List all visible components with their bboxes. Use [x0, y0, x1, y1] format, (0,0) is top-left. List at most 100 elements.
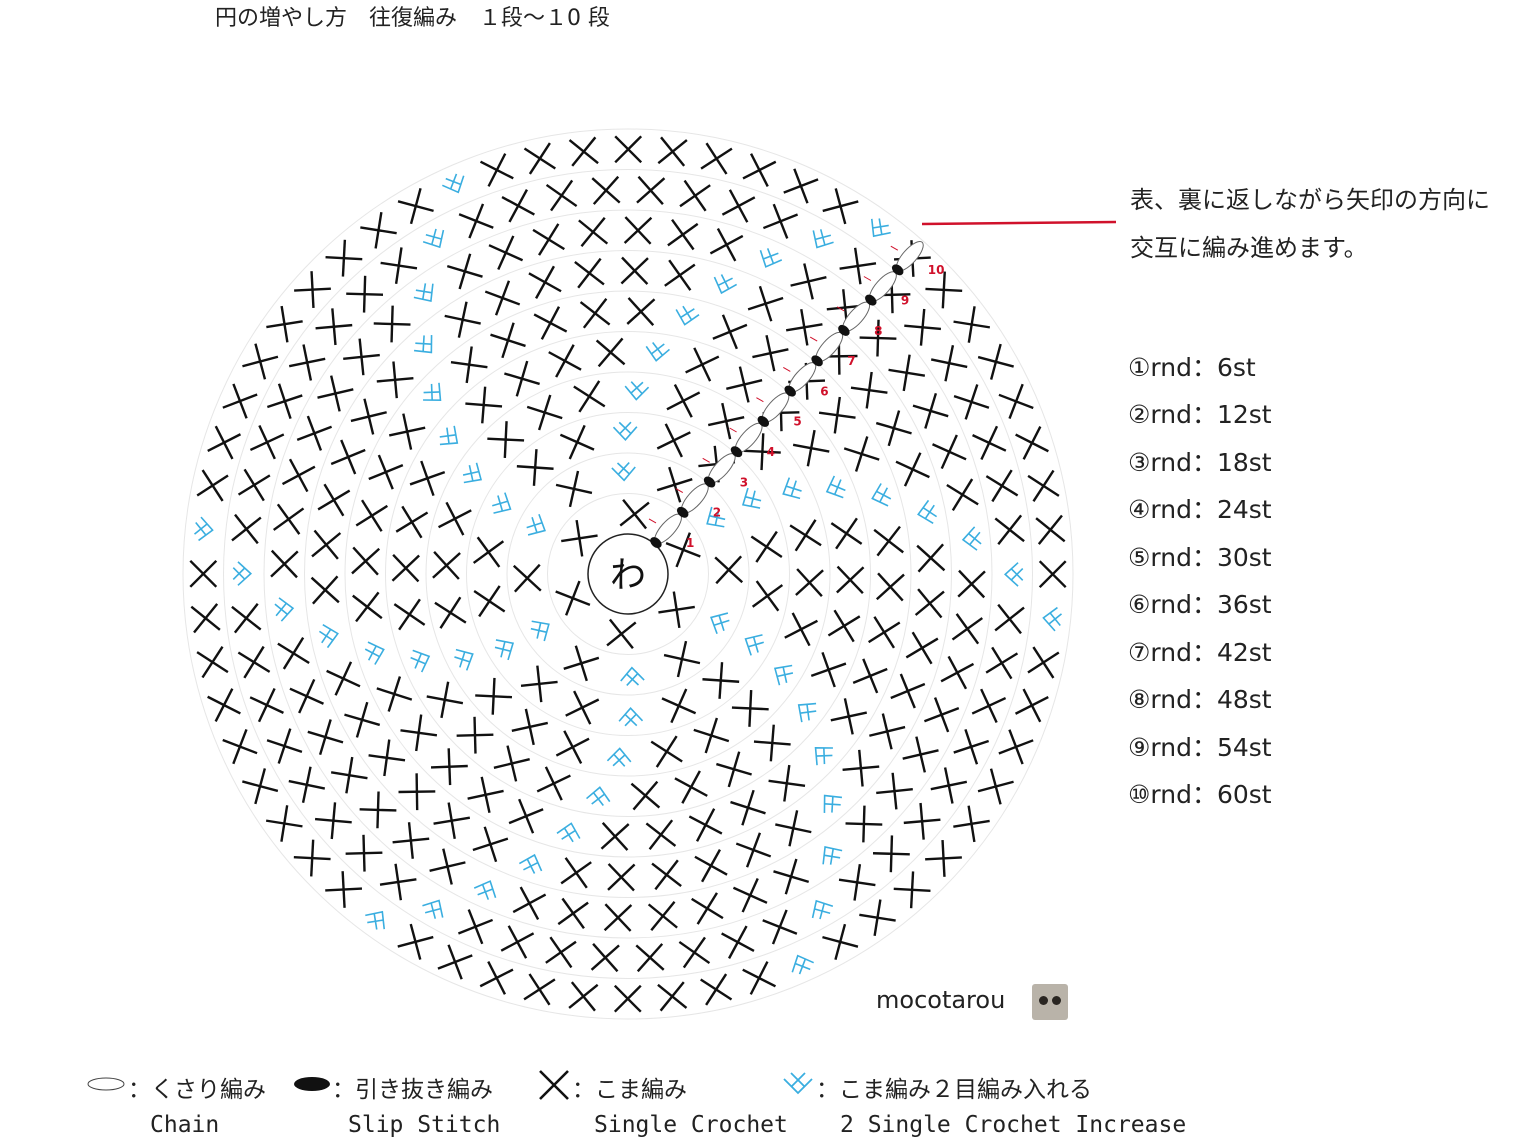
author-credit: mocotarou — [876, 986, 1006, 1014]
instruction-line-1: 表、裏に返しながら矢印の方向に — [1130, 186, 1490, 214]
increase-stitch — [744, 634, 764, 656]
single-crochet-stitch — [345, 834, 383, 872]
round-ring-10 — [182, 128, 1074, 1020]
single-crochet-stitch — [775, 810, 812, 847]
round-ring-1 — [547, 493, 709, 655]
single-crochet-stitch — [845, 805, 883, 843]
single-crochet-stitch — [296, 415, 333, 451]
increase-stitch — [675, 305, 700, 326]
single-crochet-stitch — [393, 598, 426, 631]
single-crochet-stitch — [914, 588, 945, 619]
single-crochet-stitch — [650, 735, 683, 768]
single-crochet-stitch — [231, 603, 262, 634]
single-crochet-stitch — [475, 677, 513, 715]
round-step-label: 3 — [740, 475, 748, 489]
single-crochet-stitch — [658, 591, 695, 629]
single-crochet-stitch — [457, 909, 494, 945]
single-crochet-stitch — [714, 555, 744, 585]
round-step-label: 2 — [713, 506, 721, 520]
single-crochet-stitch — [842, 749, 880, 787]
round-guides — [182, 128, 1074, 1020]
single-crochet-stitch — [663, 640, 701, 678]
single-crochet-stitch — [317, 375, 354, 412]
single-crochet-stitch — [895, 452, 930, 487]
single-crochet-stitch — [792, 429, 830, 467]
single-crochet-stitch — [355, 499, 388, 532]
single-crochet-stitch — [533, 306, 568, 340]
single-crochet-stitch — [272, 503, 305, 535]
single-crochet-stitch — [400, 714, 438, 752]
round-count-1: ①rnd：6st — [1128, 353, 1256, 382]
single-crochet-stitch — [595, 337, 626, 368]
increase-stitch — [556, 822, 581, 843]
single-crochet-stitch — [656, 466, 693, 503]
single-crochet-stitch — [972, 425, 1007, 461]
single-crochet-stitch — [392, 822, 430, 859]
single-crochet-stitch — [664, 259, 696, 291]
increase-stitch — [814, 747, 833, 766]
slip-stitch — [730, 446, 743, 458]
round-step-label: 5 — [793, 415, 801, 429]
single-crochet-stitch — [429, 848, 466, 885]
round-count-5: ⑤rnd：30st — [1128, 543, 1272, 572]
single-crochet-stitch — [266, 383, 303, 420]
single-crochet-stitch — [266, 305, 303, 343]
single-crochet-stitch — [707, 402, 745, 440]
single-crochet-stitch — [450, 346, 488, 384]
single-crochet-stitch — [500, 925, 535, 959]
increase-stitch — [526, 513, 546, 536]
legend-sc-jp: ：こま編み — [572, 1077, 687, 1103]
single-crochet-stitch — [750, 530, 783, 563]
single-crochet-stitch — [473, 585, 506, 618]
single-crochet-stitch — [488, 235, 524, 270]
single-crochet-stitch — [568, 136, 599, 167]
increase-stitch — [462, 462, 483, 484]
single-crochet-stitch — [742, 961, 777, 995]
direction-arrow — [809, 336, 818, 342]
single-crochet-stitch — [368, 454, 404, 490]
direction-arrow — [648, 518, 657, 524]
single-crochet-stitch — [940, 655, 975, 690]
single-crochet-stitch — [998, 729, 1034, 765]
single-crochet-stitch — [709, 227, 744, 262]
increase-stitch — [782, 477, 802, 500]
increase-stitch — [364, 641, 385, 665]
single-crochet-stitch — [472, 536, 505, 568]
single-crochet-stitch — [397, 923, 434, 960]
round-step-label: 1 — [686, 536, 694, 550]
single-crochet-stitch — [893, 871, 931, 909]
single-crochet-stitch — [548, 344, 582, 378]
single-crochet-stitch — [579, 298, 611, 329]
magic-ring-label: わ — [610, 555, 646, 596]
single-crochet-stitch — [523, 142, 556, 175]
single-crochet-stitch — [487, 421, 525, 459]
single-crochet-stitch — [932, 434, 967, 470]
round-ring-2 — [506, 452, 750, 696]
slip-stitch — [703, 476, 716, 488]
round-count-9: ⑨rnd：54st — [1128, 733, 1272, 762]
single-crochet-stitch — [971, 688, 1007, 723]
single-crochet-stitch — [925, 271, 963, 309]
single-crochet-stitch — [785, 308, 823, 346]
slip-stitch — [757, 415, 770, 427]
single-crochet-stitch — [398, 773, 436, 811]
single-crochet-stitch — [388, 413, 426, 450]
round-ring-7 — [304, 250, 952, 898]
single-crochet-stitch — [196, 646, 229, 679]
increase-stitch — [823, 794, 843, 813]
increase-stitch — [232, 561, 253, 586]
single-crochet-stitch — [822, 188, 859, 225]
single-crochet-stitch — [237, 468, 271, 502]
stitch-symbols — [189, 135, 1067, 1013]
single-crochet-stitch — [288, 344, 326, 381]
round-step-label: 4 — [767, 445, 775, 459]
single-crochet-stitch — [977, 768, 1014, 805]
increase-stitch — [606, 747, 632, 767]
legend-chain-en: Chain — [150, 1112, 220, 1138]
single-crochet-stitch — [560, 857, 592, 889]
legend-slip-en: Slip Stitch — [348, 1112, 501, 1138]
single-crochet-stitch — [523, 973, 556, 1006]
single-crochet-stitch — [1038, 560, 1067, 589]
single-crochet-stitch — [511, 708, 549, 746]
increase-stitch — [274, 597, 295, 622]
